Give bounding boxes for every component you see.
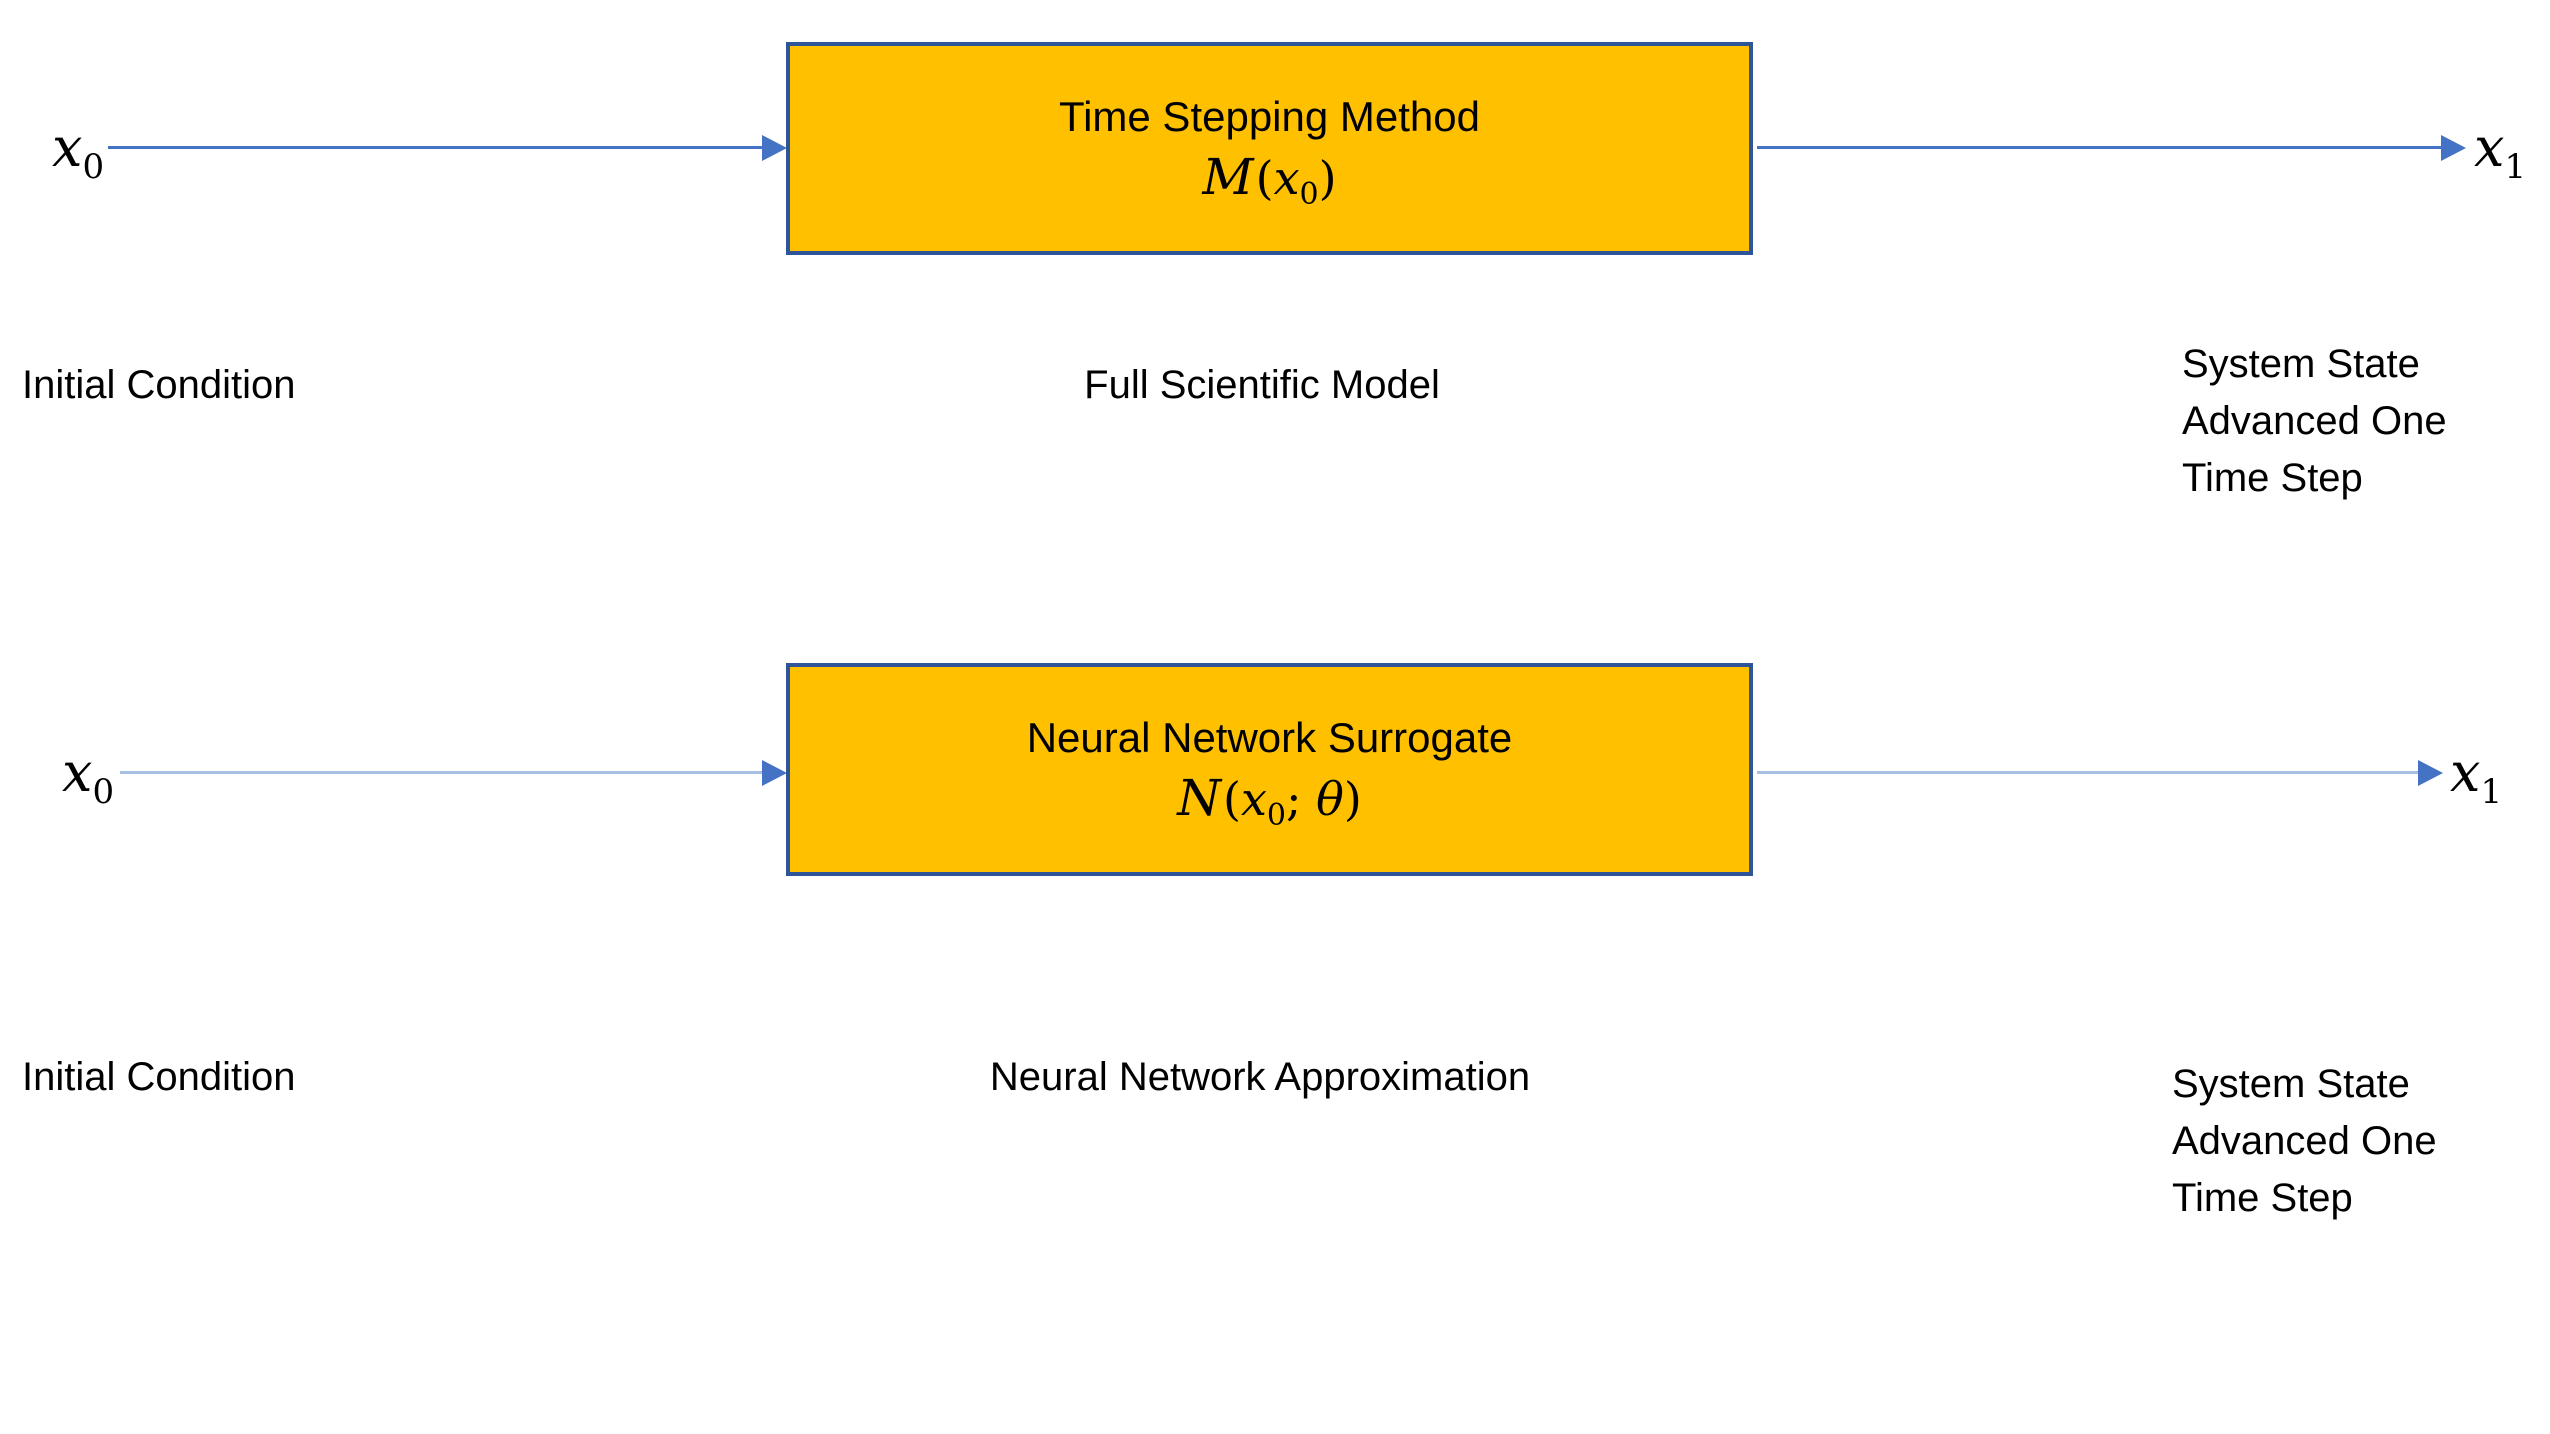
caption-system-state-line1: System State [2172, 1062, 2410, 1106]
input-state-subscript: 0 [82, 146, 105, 187]
caption-system-state: System State Advanced One Time Step [2172, 1056, 2437, 1227]
caption-initial-condition: Initial Condition [22, 363, 296, 407]
output-state-label: x1 [2450, 741, 2502, 809]
formula-close-paren: ) [1343, 772, 1362, 827]
caption-system-state-line3: Time Step [2182, 456, 2363, 500]
caption-system-state-line2: Advanced One [2172, 1119, 2437, 1163]
neural-network-surrogate-box: Neural Network Surrogate N(x0; θ) [786, 663, 1753, 876]
caption-system-state-line3: Time Step [2172, 1176, 2353, 1220]
formula-open-paren: ( [1255, 151, 1274, 206]
caption-full-scientific-model: Full Scientific Model [1084, 363, 1440, 407]
caption-system-state: System State Advanced One Time Step [2182, 336, 2447, 507]
formula-variable: x [1273, 151, 1300, 206]
input-arrowhead-icon [762, 760, 787, 786]
output-state-subscript: 1 [2480, 771, 2503, 812]
caption-system-state-line2: Advanced One [2182, 399, 2447, 443]
output-arrowhead-icon [2418, 760, 2443, 786]
input-state-label: x0 [52, 116, 104, 184]
formula-subscript: 0 [1266, 798, 1286, 834]
input-state-label: x0 [62, 741, 114, 809]
input-arrow-line [108, 146, 764, 149]
box-title: Neural Network Surrogate [1026, 713, 1513, 761]
formula-operator: N [1177, 769, 1221, 828]
box-formula: M(x0) [1202, 148, 1337, 210]
input-state-base: x [62, 741, 93, 804]
input-state-base: x [52, 116, 83, 179]
caption-initial-condition: Initial Condition [22, 1055, 296, 1099]
input-arrow-line [120, 771, 764, 774]
formula-subscript: 0 [1299, 177, 1319, 213]
output-arrow-line [1757, 146, 2443, 149]
box-title: Time Stepping Method [1058, 92, 1480, 140]
output-arrowhead-icon [2441, 135, 2466, 161]
formula-parameter: θ [1316, 772, 1344, 827]
output-state-base: x [2450, 741, 2481, 804]
box-formula: N(x0; θ) [1177, 769, 1362, 831]
formula-separator: ; [1285, 772, 1317, 827]
output-state-label: x1 [2474, 116, 2526, 184]
formula-operator: M [1202, 148, 1254, 207]
output-state-subscript: 1 [2504, 146, 2527, 187]
caption-system-state-line1: System State [2182, 342, 2420, 386]
formula-variable: x [1240, 772, 1267, 827]
output-arrow-line [1757, 771, 2419, 774]
formula-open-paren: ( [1222, 772, 1241, 827]
output-state-base: x [2474, 116, 2505, 179]
input-state-subscript: 0 [92, 771, 115, 812]
caption-neural-network-approximation: Neural Network Approximation [989, 1055, 1531, 1099]
input-arrowhead-icon [762, 135, 787, 161]
formula-close-paren: ) [1318, 151, 1337, 206]
time-stepping-method-box: Time Stepping Method M(x0) [786, 42, 1753, 255]
